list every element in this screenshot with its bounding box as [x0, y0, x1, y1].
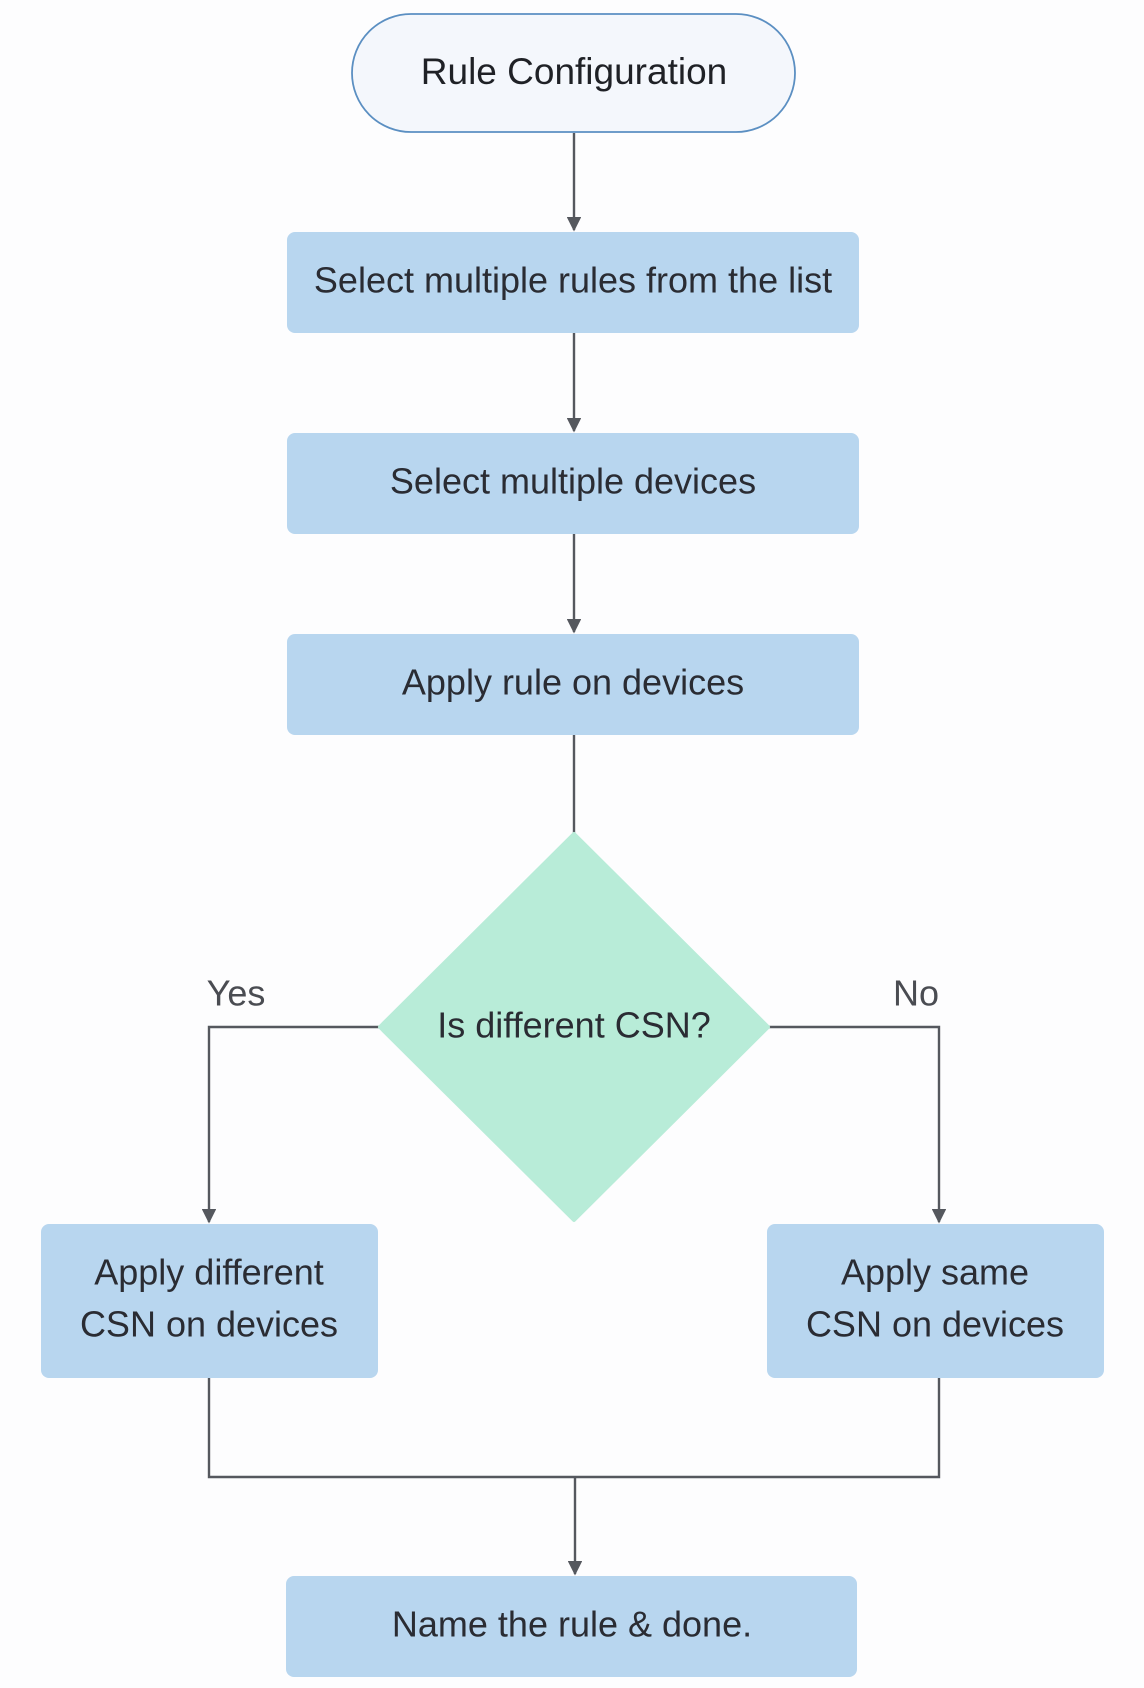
step-apply-same-csn: Apply same CSN on devices: [767, 1224, 1104, 1378]
line-merge-branches: [207, 1378, 941, 1479]
start-node-label: Rule Configuration: [421, 51, 727, 92]
arrow-decision-no-branch: [768, 1025, 947, 1224]
step-apply-rule: Apply rule on devices: [287, 634, 859, 735]
arrow-decision-yes-branch: [201, 1025, 380, 1224]
decision-node: Is different CSN?: [378, 832, 770, 1222]
step-apply-same-csn-box: [767, 1224, 1104, 1378]
step-apply-same-csn-line2: CSN on devices: [806, 1304, 1064, 1345]
step-apply-same-csn-line1: Apply same: [841, 1252, 1029, 1293]
end-node-box: [286, 1576, 857, 1677]
end-node-label: Name the rule & done.: [392, 1604, 752, 1645]
step-select-devices: Select multiple devices: [287, 433, 859, 534]
yes-branch-label: Yes: [207, 973, 266, 1014]
decision-diamond: [378, 832, 770, 1222]
step-select-rules-label: Select multiple rules from the list: [314, 260, 832, 301]
step-select-devices-label: Select multiple devices: [390, 461, 756, 502]
start-node: Rule Configuration: [351, 13, 796, 133]
step-select-rules-box: [287, 232, 859, 333]
connectors: [201, 133, 947, 1576]
step-apply-rule-label: Apply rule on devices: [402, 662, 744, 703]
step-apply-different-csn-line1: Apply different: [94, 1252, 323, 1293]
step-apply-rule-box: [287, 634, 859, 735]
step-apply-different-csn: Apply different CSN on devices: [41, 1224, 378, 1378]
step-apply-different-csn-box: [41, 1224, 378, 1378]
decision-label: Is different CSN?: [437, 1005, 710, 1046]
step-select-rules: Select multiple rules from the list: [287, 232, 859, 333]
step-select-devices-box: [287, 433, 859, 534]
end-node: Name the rule & done.: [286, 1576, 857, 1677]
start-node-shape: [351, 13, 796, 133]
no-branch-label: No: [893, 973, 939, 1014]
step-apply-different-csn-line2: CSN on devices: [80, 1304, 338, 1345]
